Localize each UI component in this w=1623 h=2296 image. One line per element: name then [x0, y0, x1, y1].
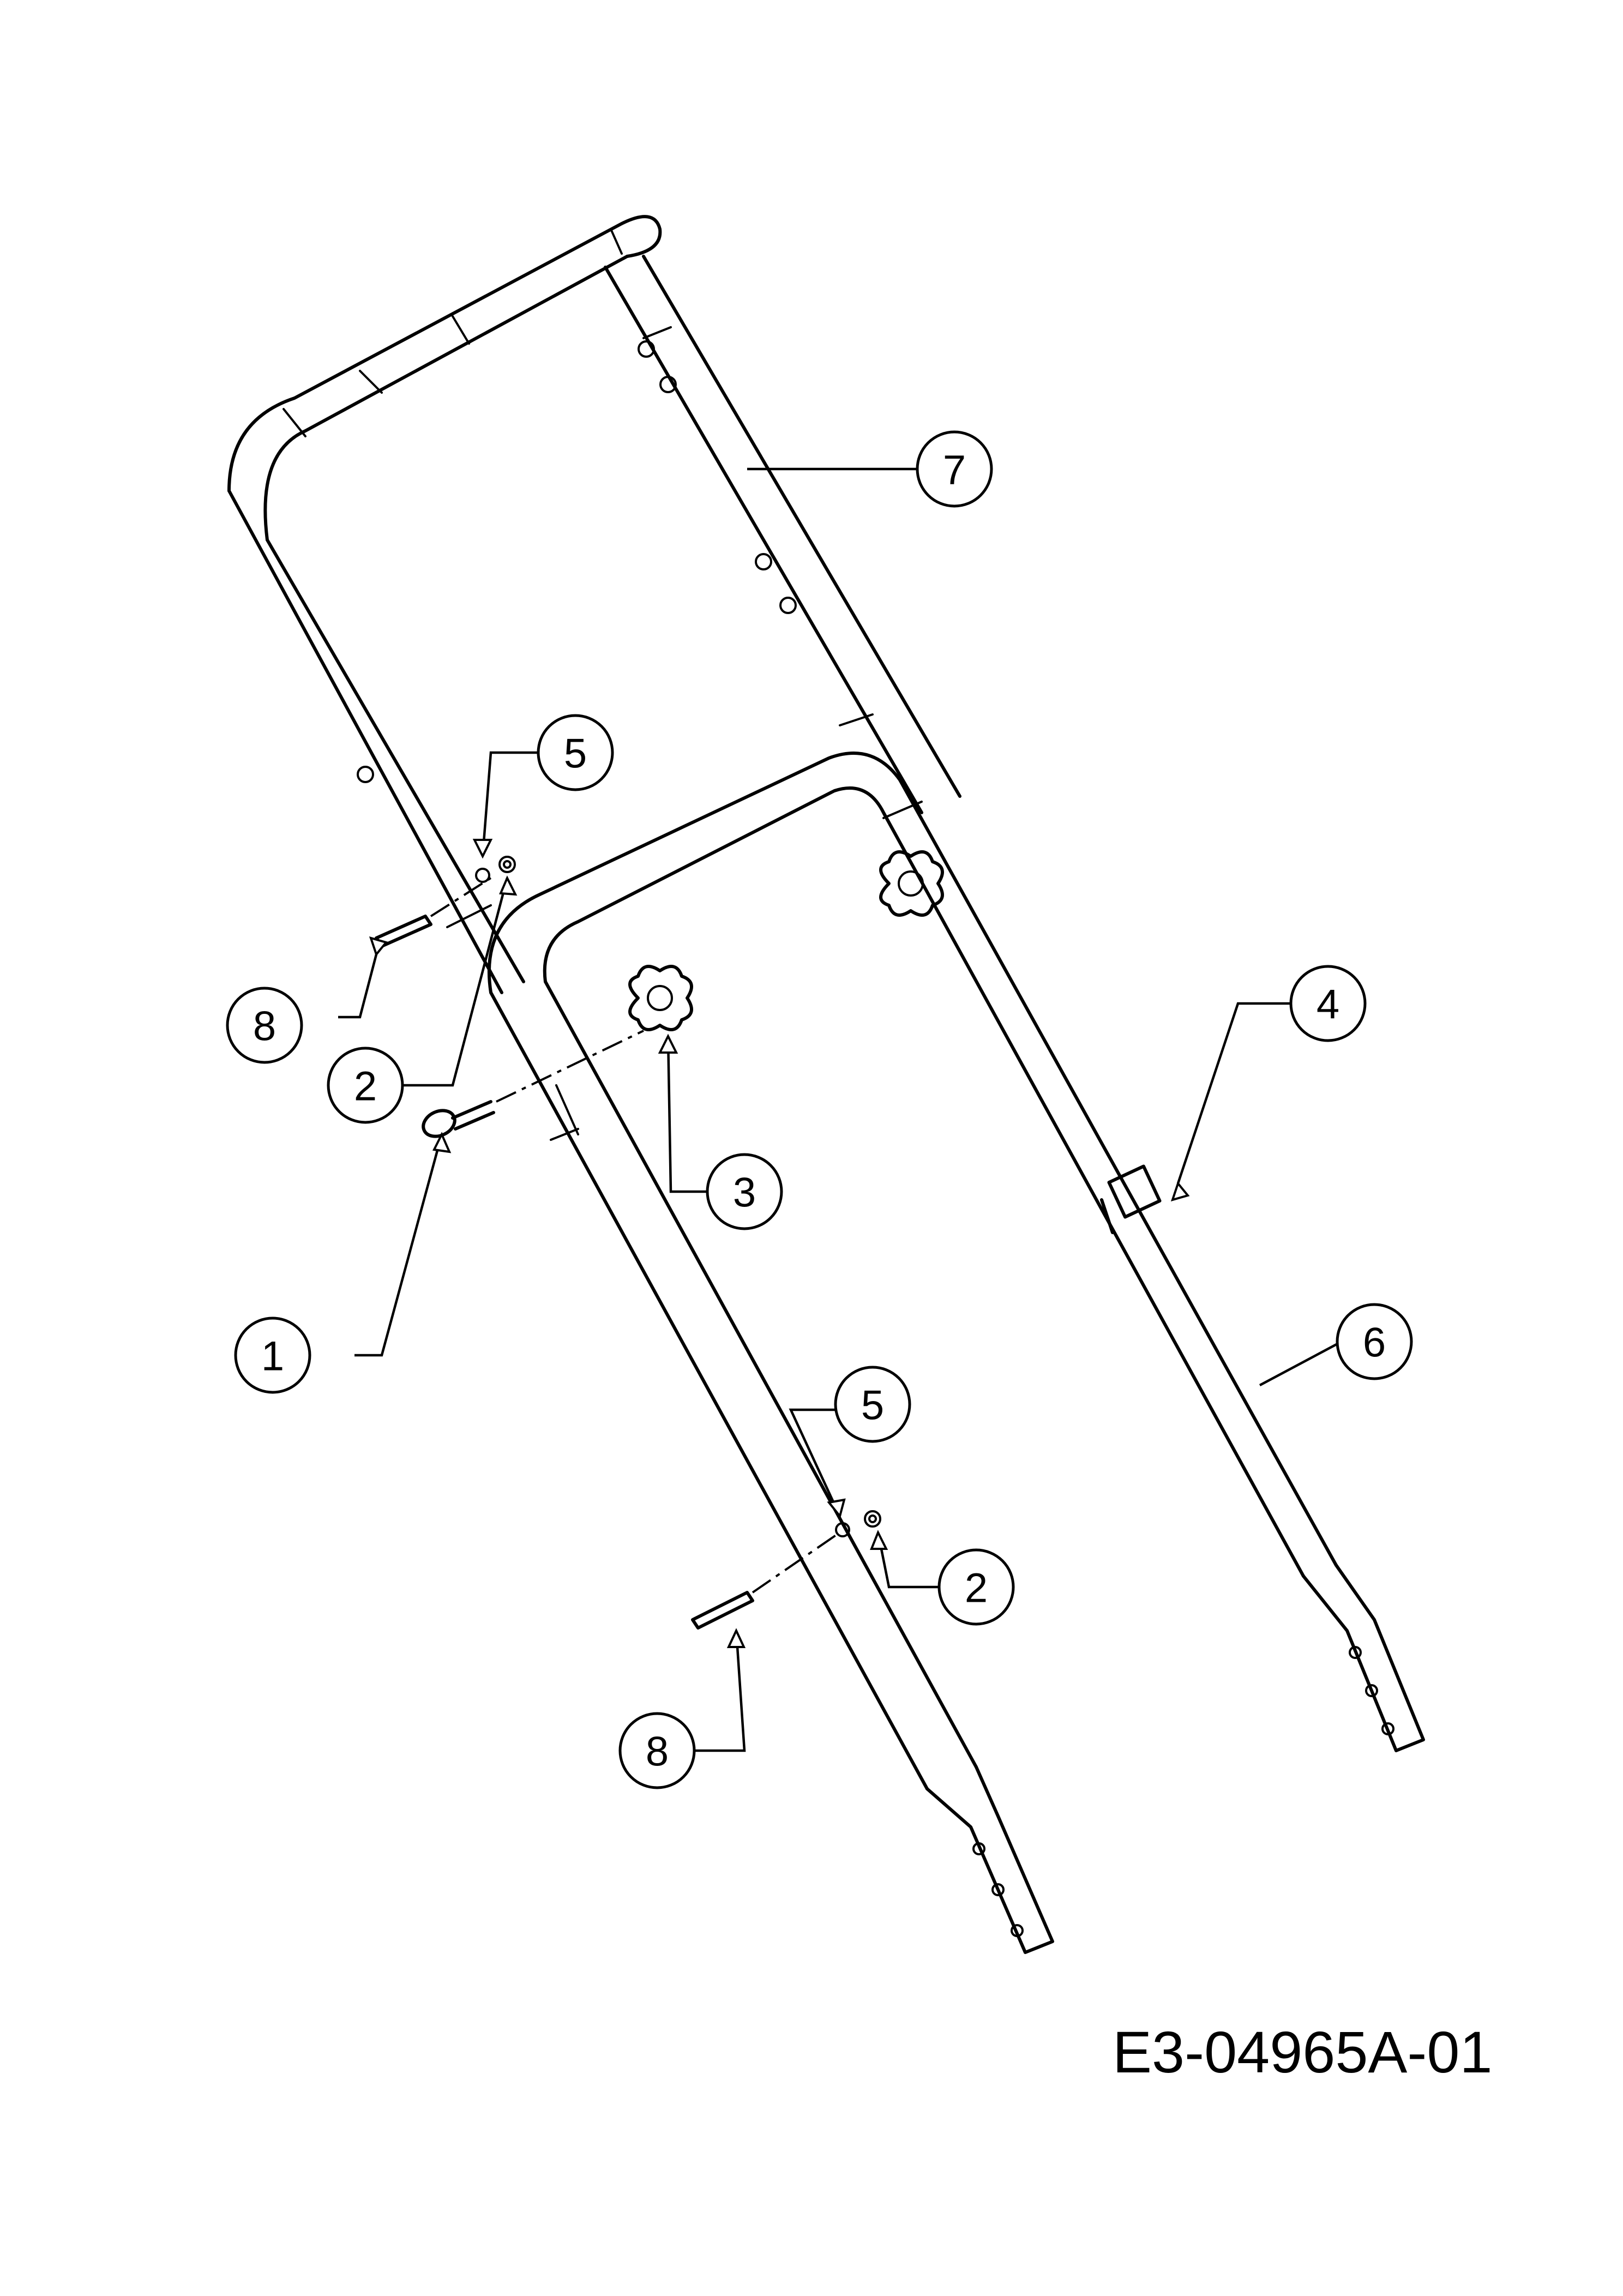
arrowheads — [369, 839, 1190, 1648]
callout-8-upper-label: 8 — [253, 1003, 276, 1050]
callout-5-lower-label: 5 — [861, 1383, 884, 1429]
callout-8-upper: 8 — [226, 987, 303, 1064]
callout-7: 7 — [916, 430, 993, 508]
callout-5-upper-label: 5 — [564, 731, 587, 777]
nut-lower — [864, 1510, 881, 1528]
knob-right — [879, 850, 944, 917]
callout-1-label: 1 — [261, 1333, 284, 1380]
callout-1: 1 — [234, 1317, 311, 1394]
pin-lower — [691, 1591, 754, 1630]
washer-upper — [475, 868, 490, 883]
callout-7-label: 7 — [943, 447, 966, 494]
callout-2-lower: 2 — [937, 1548, 1015, 1626]
drawing-number: E3-04965A-01 — [1113, 2019, 1493, 2085]
callout-8-lower: 8 — [618, 1712, 696, 1789]
callout-3-label: 3 — [733, 1170, 756, 1216]
axis-upper-pin — [430, 877, 492, 917]
callout-6: 6 — [1336, 1303, 1413, 1380]
nut-upper — [498, 856, 516, 873]
callout-6-label: 6 — [1363, 1320, 1386, 1366]
callout-5-upper: 5 — [537, 714, 614, 791]
callout-2-upper: 2 — [327, 1047, 404, 1124]
callout-8-lower-label: 8 — [646, 1729, 669, 1775]
callout-4: 4 — [1289, 965, 1367, 1042]
upper-handle — [227, 215, 961, 994]
axis-bolt — [496, 1030, 644, 1103]
callout-2-upper-label: 2 — [354, 1063, 377, 1110]
callout-2-lower-label: 2 — [965, 1565, 988, 1612]
leaders — [338, 467, 1343, 1752]
washer-lower — [835, 1522, 850, 1537]
axis-lower-pin — [752, 1531, 841, 1594]
callout-4-label: 4 — [1317, 982, 1339, 1028]
bolt — [422, 1100, 495, 1138]
knob-left — [628, 965, 693, 1031]
cable-clip — [1100, 1164, 1162, 1234]
callout-3: 3 — [706, 1153, 783, 1230]
callout-5-lower: 5 — [834, 1366, 911, 1443]
lower-handle — [446, 752, 1425, 1954]
